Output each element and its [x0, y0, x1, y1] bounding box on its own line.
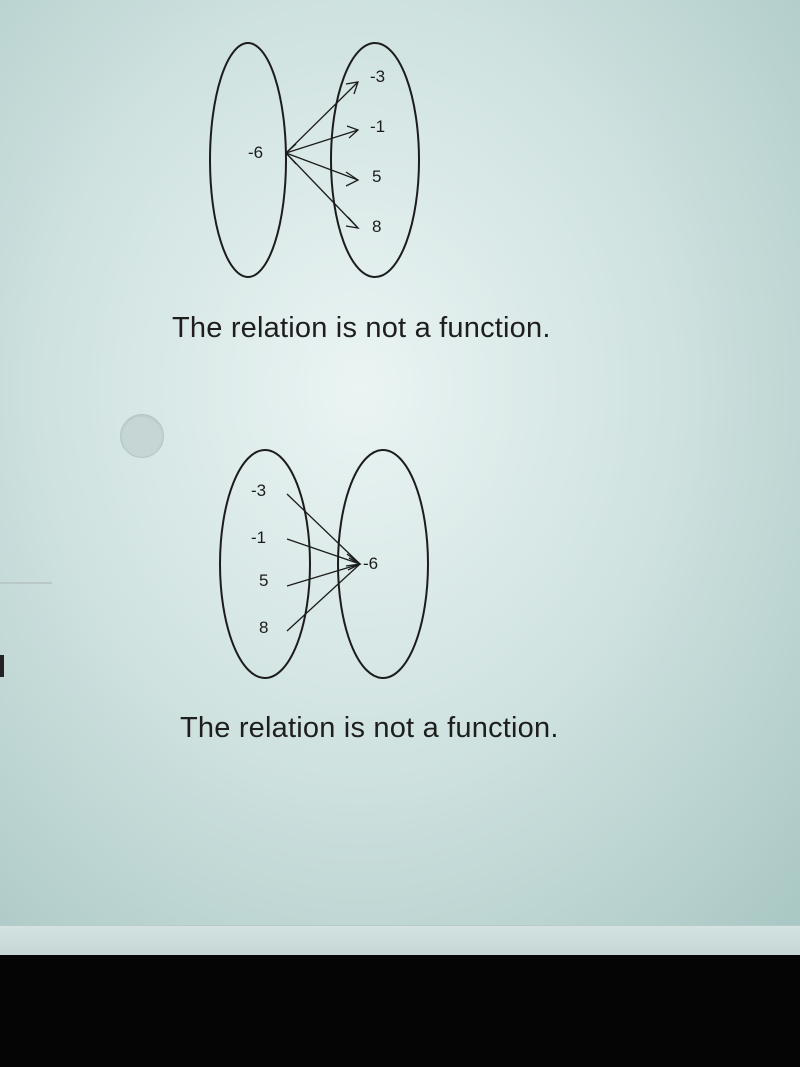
option-2-statement: The relation is not a function. [180, 712, 559, 742]
domain-oval [209, 42, 287, 278]
option-2-radio-button[interactable] [120, 414, 164, 458]
mapping-arrows [285, 81, 360, 229]
range-value: -6 [363, 554, 378, 573]
domain-value: -3 [251, 481, 266, 500]
domain-value: 5 [259, 571, 268, 590]
page-footer-strip [0, 925, 800, 956]
domain-value: -1 [251, 528, 266, 547]
range-value: -1 [370, 117, 385, 136]
option-1-statement: The relation is not a function. [172, 312, 551, 344]
domain-oval [219, 449, 311, 679]
domain-value: -6 [248, 143, 263, 162]
range-value: 5 [372, 167, 381, 186]
divider [0, 582, 52, 584]
range-oval [337, 449, 429, 679]
mapping-diagram-svg: -6 -3 -1 5 8 [209, 42, 420, 278]
range-value: -3 [370, 67, 385, 86]
edge-mark [0, 655, 4, 677]
range-value: 8 [372, 217, 381, 236]
mapping-diagram-svg: -3 -1 5 8 -6 [219, 449, 429, 679]
range-oval [330, 42, 420, 278]
mapping-arrows [286, 493, 362, 632]
monitor-bezel [0, 955, 800, 1067]
screen-area [0, 0, 800, 925]
option-1-mapping-diagram: -6 -3 -1 5 8 [200, 40, 450, 290]
domain-value: 8 [259, 618, 268, 637]
option-2-mapping-diagram: -3 -1 5 8 -6 [215, 440, 445, 690]
